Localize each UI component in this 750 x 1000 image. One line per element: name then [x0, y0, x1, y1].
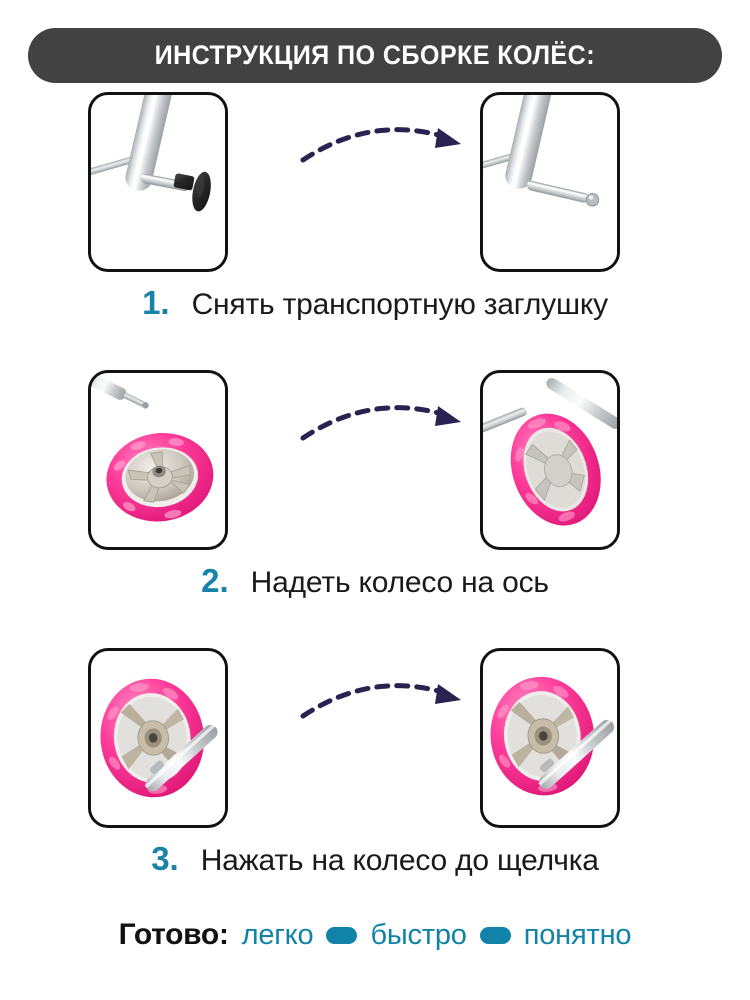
footer-word-3: понятно: [523, 918, 632, 951]
footer-word-1: легко: [241, 918, 314, 951]
footer-summary: Готово: легко быстро понятно: [0, 918, 750, 952]
step-2-before-image: [88, 370, 228, 550]
footer-separator-dot-2: [479, 926, 511, 944]
step-1-after-image: [480, 92, 620, 272]
step-1-panels: [0, 92, 750, 278]
step-2-panels: [0, 370, 750, 556]
step-3-after-image: [480, 648, 620, 828]
footer-separator-dot-1: [326, 926, 358, 944]
step-3-panels: [0, 648, 750, 834]
footer-label: Готово:: [118, 918, 229, 951]
step-2: 2. Надеть колесо на ось: [0, 370, 750, 599]
step-1: 1. Снять транспортную заглушку: [0, 92, 750, 321]
step-1-number: 1.: [142, 284, 170, 321]
step-2-after-image: [480, 370, 620, 550]
footer-word-2: быстро: [370, 918, 467, 951]
page-title: ИНСТРУКЦИЯ ПО СБОРКЕ КОЛЁС:: [154, 40, 596, 70]
step-3-arrow-icon: [295, 666, 485, 728]
instruction-header-banner: ИНСТРУКЦИЯ ПО СБОРКЕ КОЛЁС:: [28, 28, 722, 83]
step-3-text: Нажать на колесо до щелчка: [200, 844, 599, 877]
step-1-caption: 1. Снять транспортную заглушку: [0, 284, 750, 322]
step-2-caption: 2. Надеть колесо на ось: [0, 562, 750, 600]
step-2-arrow-icon: [295, 388, 485, 450]
step-3-caption: 3. Нажать на колесо до щелчка: [0, 840, 750, 878]
step-3: 3. Нажать на колесо до щелчка: [0, 648, 750, 877]
step-2-text: Надеть колесо на ось: [250, 566, 549, 599]
step-3-number: 3.: [151, 840, 179, 877]
step-3-before-image: [88, 648, 228, 828]
step-2-number: 2.: [201, 562, 229, 599]
step-1-before-image: [88, 92, 228, 272]
step-1-text: Снять транспортную заглушку: [191, 288, 609, 321]
step-1-arrow-icon: [295, 110, 485, 172]
